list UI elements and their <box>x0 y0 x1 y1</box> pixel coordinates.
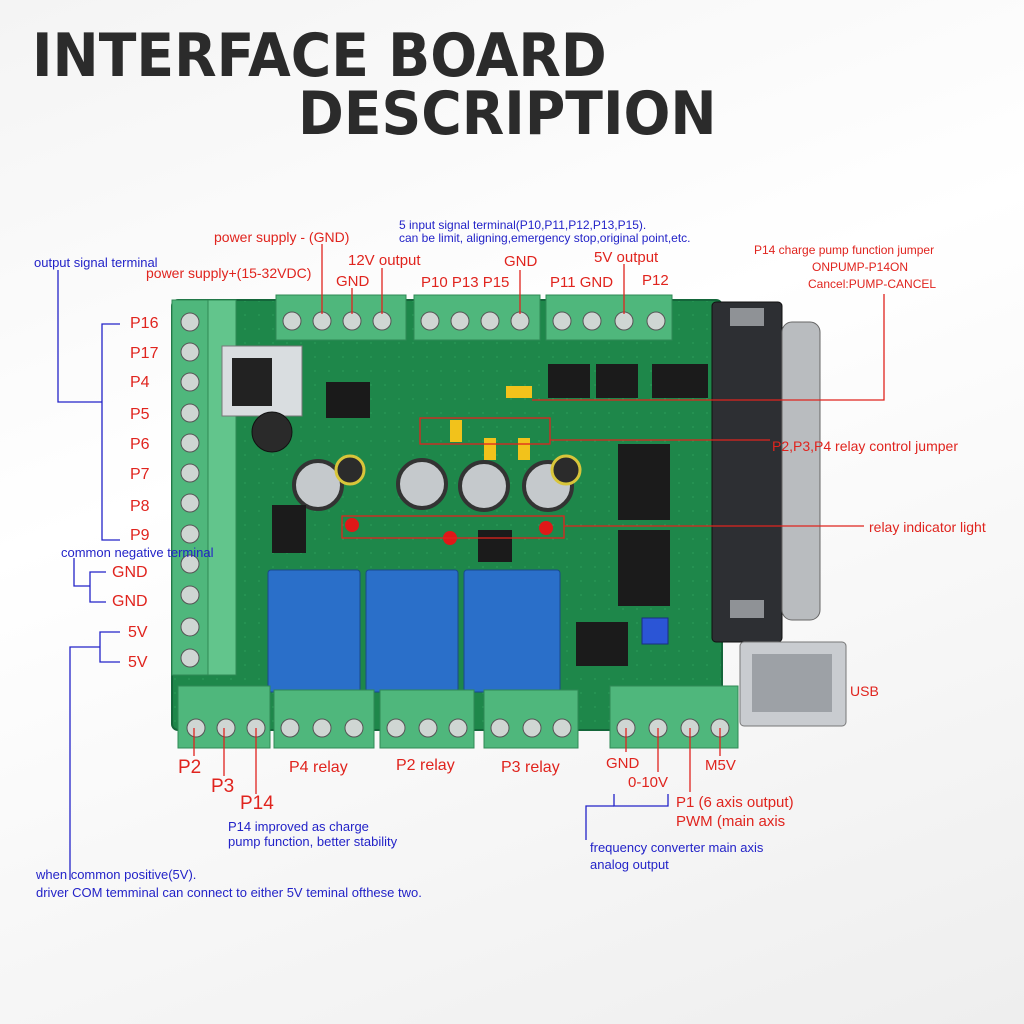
p11-gnd-label: P11 GND <box>550 274 614 291</box>
red-leader-lines <box>193 244 885 794</box>
p1-line1: P1 (6 axis output) <box>676 794 794 811</box>
freq-line1: frequency converter main axis <box>590 840 764 855</box>
bottom-p3: P3 <box>211 776 235 797</box>
p10-p13-p15-label: P10 P13 P15 <box>421 274 510 291</box>
freq-line2: analog output <box>590 857 669 872</box>
left-terminal-p8: P8 <box>130 498 150 515</box>
top-terminal-blocks <box>275 294 673 341</box>
input-signal-label-2: can be limit, aligning,emergency stop,or… <box>399 231 691 245</box>
bottom-p3-relay: P3 relay <box>501 759 560 776</box>
bottom-terminal-blocks <box>177 685 739 749</box>
blue-leader-lines <box>57 270 669 880</box>
usb-connector <box>739 641 847 727</box>
p14-note-line2: pump function, better stability <box>228 834 398 849</box>
left-terminal-p7: P7 <box>130 466 150 483</box>
voltage-regulator <box>221 345 370 418</box>
input-signal-label: 5 input signal terminal(P10,P11,P12,P13,… <box>399 218 647 232</box>
common-negative-label: common negative terminal <box>61 545 214 560</box>
power-gnd-label: power supply - (GND) <box>214 229 350 245</box>
charge-pump-line3: Cancel:PUMP-CANCEL <box>808 277 937 291</box>
usb-label: USB <box>850 683 879 699</box>
bottom-gnd: GND <box>606 755 640 772</box>
db25-connector <box>711 301 821 643</box>
p14-note-line1: P14 improved as charge <box>228 819 369 834</box>
com-note-line1: when common positive(5V). <box>36 867 197 882</box>
relays <box>267 569 561 693</box>
left-terminal-p17: P17 <box>130 345 159 362</box>
bottom-p2-relay: P2 relay <box>396 757 455 774</box>
bottom-0-10v: 0-10V <box>628 774 669 791</box>
potentiometer <box>641 617 669 645</box>
relay-light-label: relay indicator light <box>869 519 986 535</box>
out-12v-label: 12V output <box>348 252 421 269</box>
bottom-p2: P2 <box>178 757 202 778</box>
relay-jumper-label: P2,P3,P4 relay control jumper <box>772 438 958 454</box>
power-pos-label: power supply+(15-32VDC) <box>146 265 312 281</box>
left-screws <box>180 312 200 668</box>
ic-chips <box>272 364 708 666</box>
v5-terminal-1: 5V <box>128 624 148 641</box>
left-terminal-p5: P5 <box>130 406 150 423</box>
left-terminal-p4: P4 <box>130 374 150 391</box>
p12-label: P12 <box>642 272 669 289</box>
gnd-terminal-1: GND <box>112 564 148 581</box>
top-gnd-a: GND <box>336 273 370 290</box>
left-terminal-p6: P6 <box>130 436 150 453</box>
com-note-line2: driver COM temminal can connect to eithe… <box>36 885 422 900</box>
charge-pump-line2: ONPUMP-P14ON <box>812 260 909 274</box>
title-line2: DESCRIPTION <box>298 79 717 149</box>
bottom-m5v: M5V <box>705 757 736 774</box>
v5-terminal-2: 5V <box>128 654 148 671</box>
output-signal-label: output signal terminal <box>34 255 158 270</box>
electrolytic-capacitors <box>292 454 582 512</box>
inductor <box>251 411 293 453</box>
charge-pump-line1: P14 charge pump function jumper <box>754 243 935 257</box>
bottom-p14: P14 <box>240 793 274 814</box>
left-terminal-p16: P16 <box>130 315 159 332</box>
title-line1: INTERFACE BOARD <box>32 21 607 91</box>
top-gnd-b: GND <box>504 253 538 270</box>
p1-line2: PWM (main axis <box>676 813 786 830</box>
bottom-p4-relay: P4 relay <box>289 759 348 776</box>
left-terminal-p9: P9 <box>130 527 150 544</box>
gnd-terminal-2: GND <box>112 593 148 610</box>
out-5v-label: 5V output <box>594 249 659 266</box>
left-terminal-block <box>171 299 237 676</box>
